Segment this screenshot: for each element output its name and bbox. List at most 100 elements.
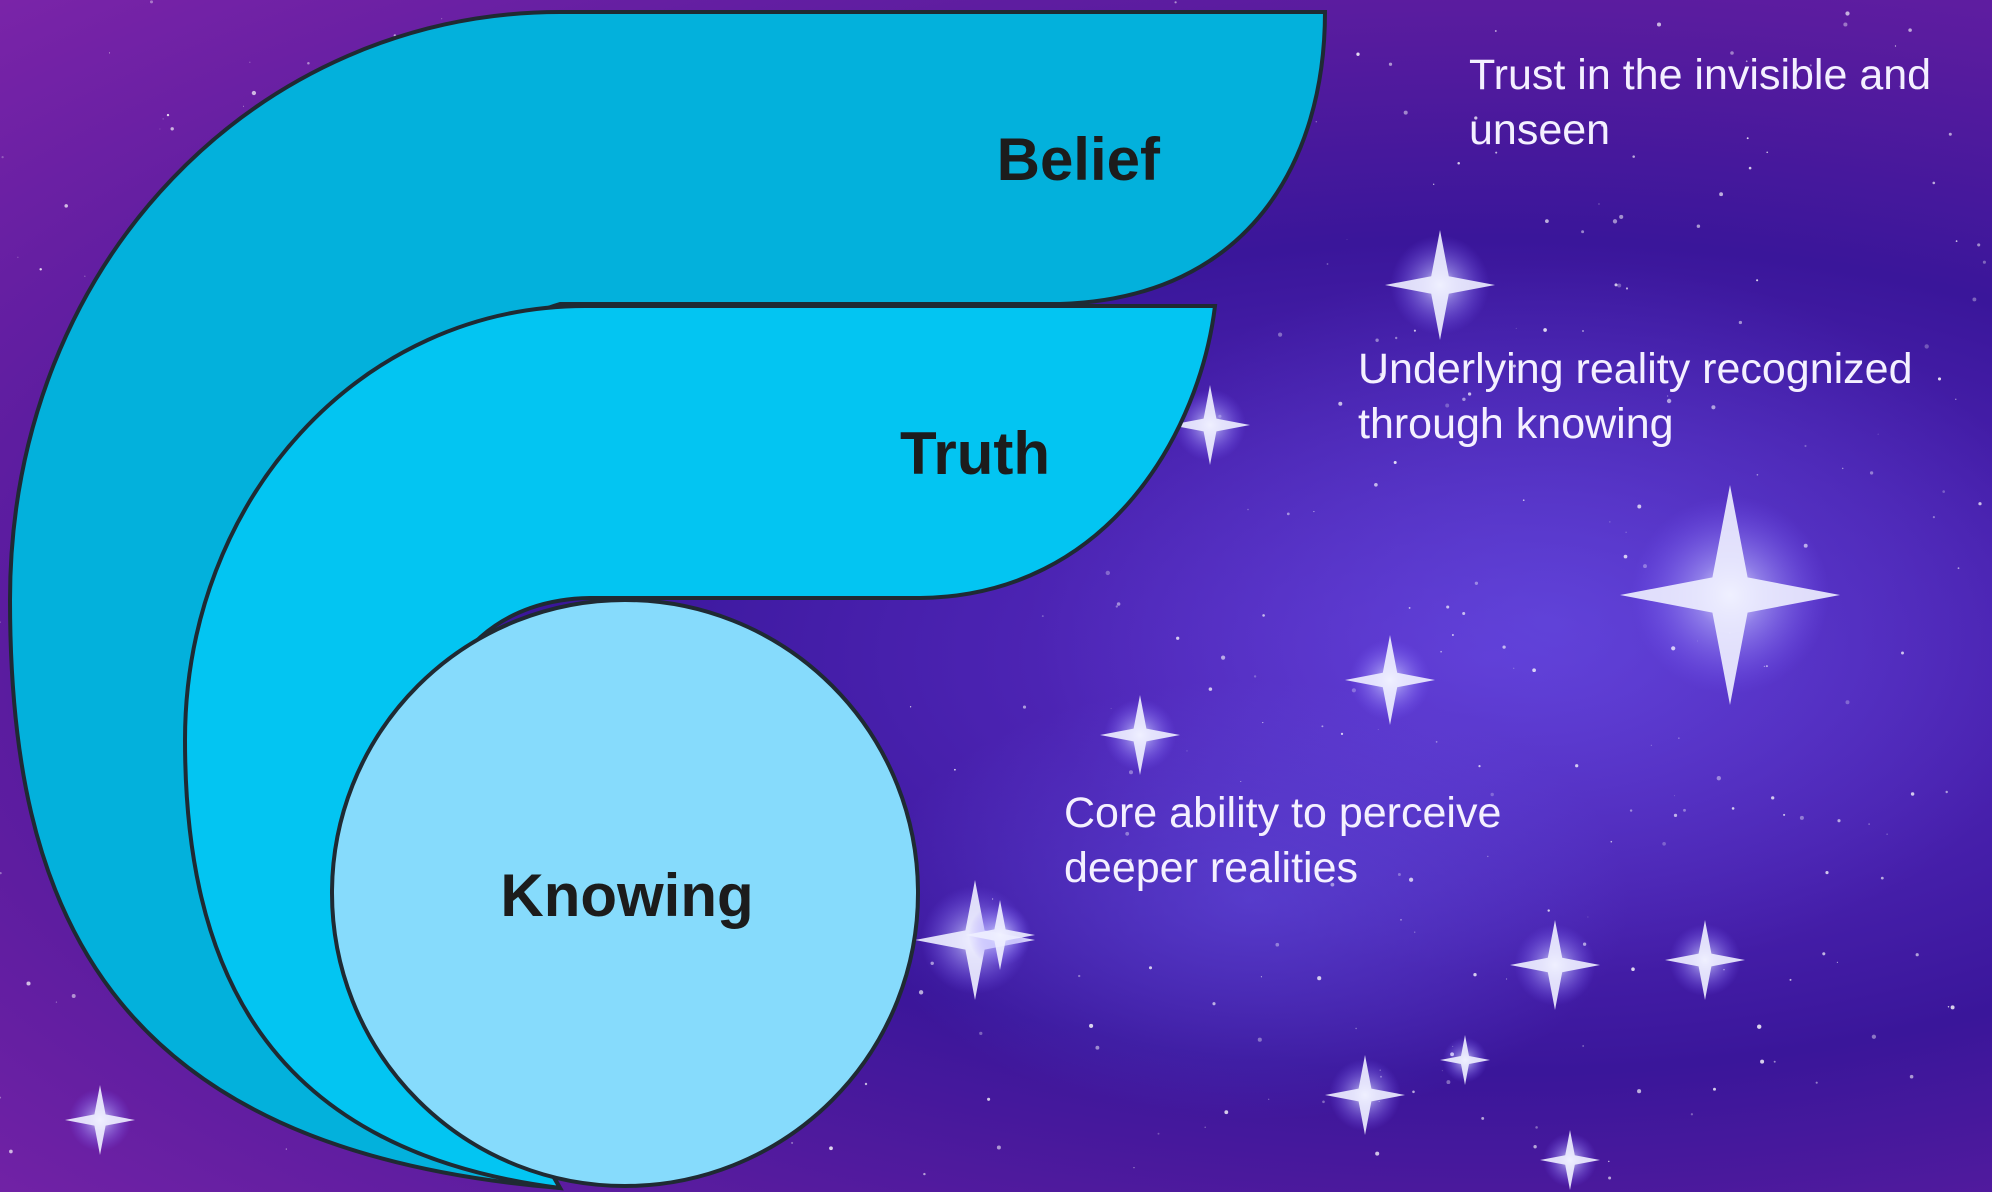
star-dot	[1908, 28, 1912, 32]
star-dot	[1799, 815, 1804, 820]
star-dot	[1871, 1034, 1877, 1039]
star-dot	[1666, 398, 1672, 404]
star-dot	[1445, 403, 1450, 408]
star-dot	[1756, 279, 1759, 282]
star-dot	[1089, 1023, 1094, 1028]
star-dot	[1533, 1145, 1537, 1149]
star-dot	[1257, 1037, 1262, 1042]
star-dot	[1948, 132, 1952, 136]
star-dot	[1457, 162, 1460, 165]
star-dot	[923, 1172, 926, 1176]
star-dot	[1619, 214, 1624, 219]
sparkle-star	[1540, 1130, 1600, 1190]
star-dot	[1186, 750, 1188, 752]
star-dot	[170, 127, 174, 131]
star-dot	[1412, 1090, 1415, 1094]
star-dot	[1174, 1, 1177, 4]
star-dot	[1637, 504, 1642, 509]
star-dot	[1587, 916, 1589, 918]
sparkle-star	[65, 1085, 135, 1155]
star-dot	[1446, 605, 1450, 609]
star-dot	[1629, 809, 1633, 812]
star-dot	[1133, 1167, 1135, 1169]
star-dot	[1957, 567, 1960, 570]
star-dot	[1326, 263, 1329, 265]
star-dot	[1662, 841, 1666, 846]
star-dot	[1375, 338, 1379, 342]
star-dot	[1512, 364, 1516, 368]
knowing-label: Knowing	[500, 862, 753, 929]
star-dot	[1609, 521, 1611, 523]
star-dot	[1575, 764, 1579, 768]
star-dot	[1955, 398, 1957, 400]
star-dot	[1388, 62, 1393, 66]
star-dot	[1128, 770, 1134, 775]
star-dot	[1738, 320, 1743, 325]
star-dot	[1748, 166, 1752, 170]
star-dot	[1377, 728, 1379, 730]
star-dot	[1393, 461, 1397, 464]
star-dot	[1275, 942, 1280, 947]
star-dot	[1932, 516, 1935, 519]
star-dot	[1825, 871, 1829, 875]
star-dot	[1446, 1080, 1451, 1085]
star-dot	[1355, 1027, 1357, 1030]
star-dot	[1886, 833, 1888, 835]
star-dot	[1841, 467, 1844, 470]
star-dot	[1711, 405, 1716, 410]
star-dot	[1947, 1006, 1950, 1008]
star-dot	[1612, 219, 1618, 224]
star-dot	[1330, 882, 1335, 887]
star-dot	[1837, 819, 1841, 823]
star-dot	[1495, 151, 1498, 154]
star-dot	[1395, 336, 1398, 340]
star-dot	[1901, 651, 1904, 655]
star-dot	[1286, 512, 1290, 516]
star-dot	[1313, 511, 1315, 513]
star-dot	[1451, 634, 1454, 636]
belief-label: Belief	[997, 126, 1161, 193]
star-dot	[1513, 667, 1515, 669]
star-dot	[918, 990, 924, 995]
star-dot	[1408, 606, 1411, 609]
star-dot	[1224, 1110, 1229, 1115]
star-dot	[1128, 858, 1132, 862]
star-dot	[1473, 973, 1477, 977]
star-dot	[864, 1082, 868, 1086]
star-dot	[1843, 22, 1848, 27]
star-dot	[1932, 181, 1936, 185]
star-dot	[1078, 974, 1081, 978]
star-dot	[1756, 473, 1759, 476]
star-dot	[39, 268, 42, 271]
star-dot	[1435, 741, 1438, 743]
star-dot	[1522, 499, 1525, 502]
star-dot	[1617, 283, 1622, 288]
star-dot	[1610, 840, 1613, 843]
star-dot	[1637, 1089, 1642, 1094]
star-dot	[1467, 392, 1472, 396]
star-dot	[1116, 602, 1121, 606]
star-dot	[55, 1001, 58, 1003]
sparkle-star	[1620, 485, 1840, 705]
star-dot	[307, 62, 310, 65]
sparkle-star	[1510, 920, 1600, 1010]
star-dot	[1278, 332, 1283, 337]
star-dot	[1909, 1074, 1914, 1079]
star-dot	[1543, 328, 1547, 332]
star-dot	[1253, 675, 1257, 678]
star-dot	[1614, 283, 1618, 287]
star-dot	[1625, 531, 1627, 533]
knowing-circle	[330, 598, 920, 1188]
star-dot	[1809, 64, 1812, 67]
star-dot	[1262, 722, 1264, 724]
star-dot	[1547, 909, 1550, 912]
star-dot	[1494, 30, 1497, 32]
star-dot	[909, 706, 912, 708]
star-dot	[1346, 239, 1348, 240]
star-dot	[1338, 401, 1343, 406]
star-dot	[1095, 1045, 1100, 1050]
star-dot	[1942, 490, 1945, 493]
star-dot	[285, 1148, 287, 1150]
